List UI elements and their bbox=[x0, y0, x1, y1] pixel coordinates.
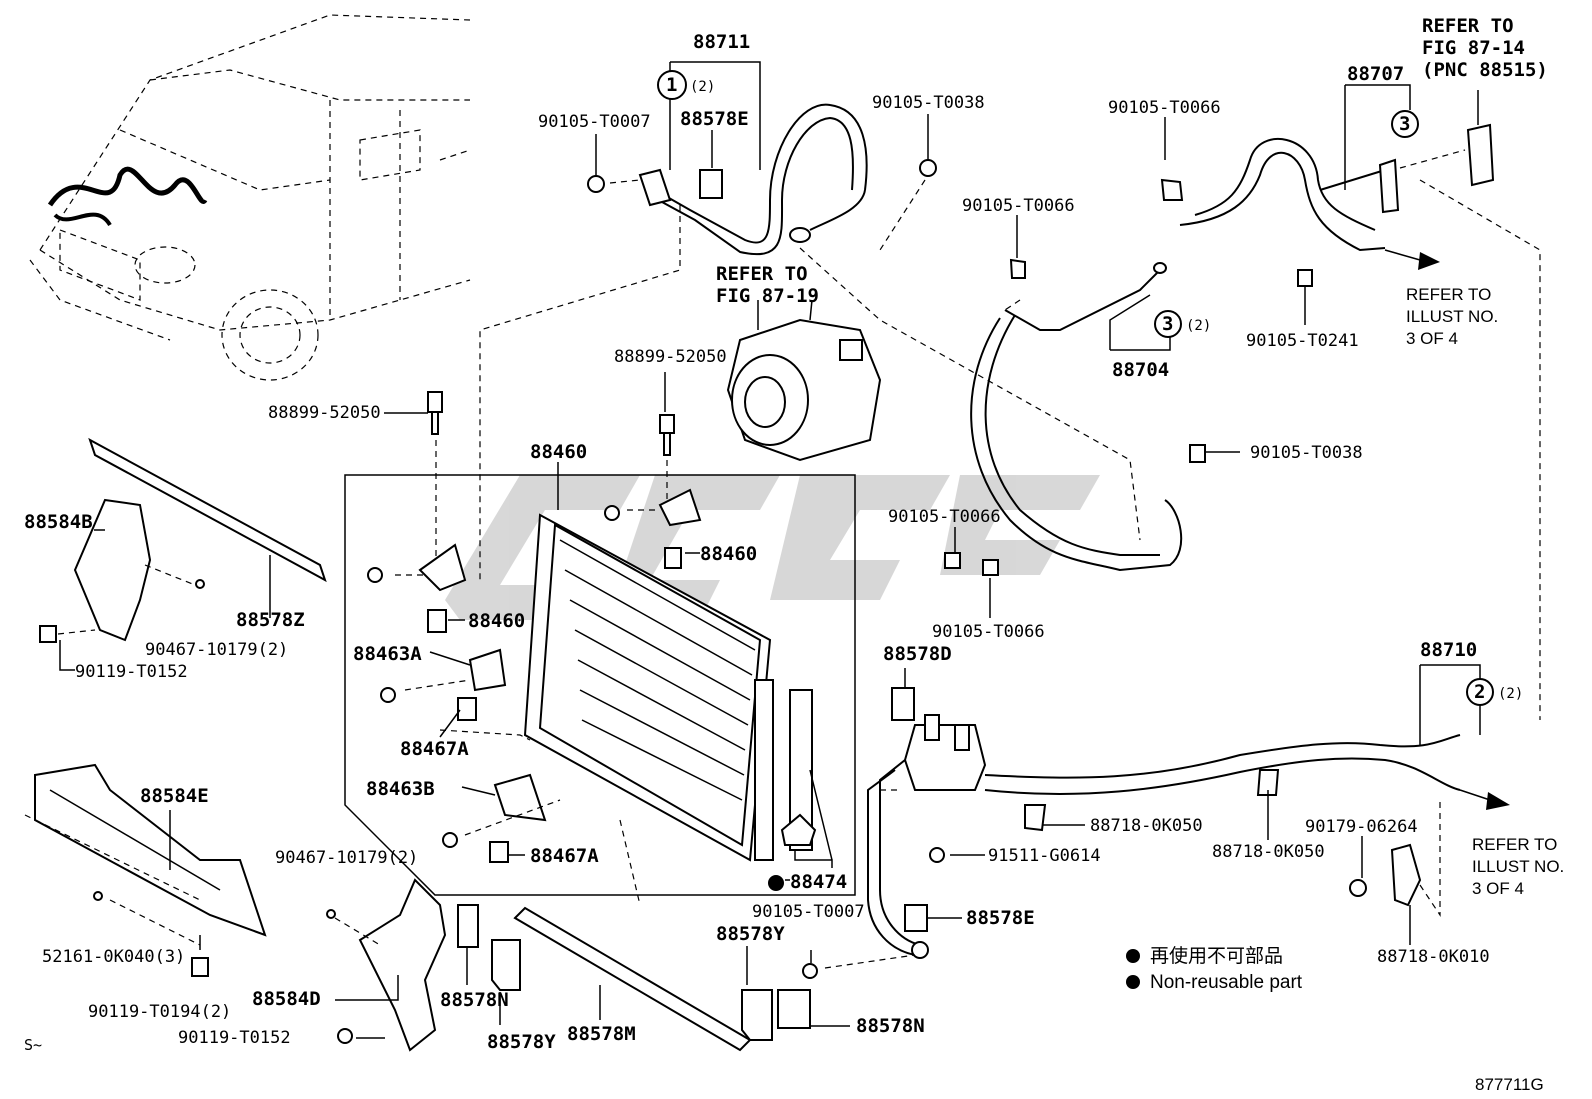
label-88710: 88710 bbox=[1420, 639, 1477, 661]
leader-lines bbox=[59, 61, 1481, 1039]
label-refer-fig-87-19-b: FIG 87-19 bbox=[716, 285, 819, 307]
label-90105-T0066-c: 90105-T0066 bbox=[888, 507, 1001, 527]
label-refer-illust-a-1: REFER TO bbox=[1406, 285, 1491, 304]
label-88474: 88474 bbox=[790, 871, 847, 893]
label-88460-c: 88460 bbox=[468, 610, 525, 632]
label-refer-fig-87-14-1: REFER TO bbox=[1422, 15, 1514, 37]
condenser-assembly bbox=[344, 474, 856, 896]
label-90119-T0152-b: 90119-T0152 bbox=[178, 1028, 291, 1048]
label-88704: 88704 bbox=[1112, 359, 1169, 381]
shield-88584D bbox=[326, 819, 811, 1052]
callout-2: 2 (2) bbox=[1466, 678, 1523, 706]
label-88711: 88711 bbox=[693, 31, 750, 53]
legend-english: Non-reusable part bbox=[1150, 972, 1303, 993]
label-88463A: 88463A bbox=[353, 643, 422, 665]
label-90105-T0066-a: 90105-T0066 bbox=[1108, 98, 1221, 118]
shield-88584E bbox=[24, 763, 267, 977]
label-90119-T0152-a: 90119-T0152 bbox=[75, 662, 188, 682]
shield-88584B bbox=[39, 437, 327, 643]
hose-88710 bbox=[802, 687, 1510, 979]
label-88584B: 88584B bbox=[24, 511, 93, 533]
label-88578E-top: 88578E bbox=[680, 108, 749, 130]
svg-text:1: 1 bbox=[666, 74, 677, 96]
watermark-logo bbox=[445, 475, 1100, 620]
bolts-88899 bbox=[427, 391, 675, 560]
label-88578E-bottom: 88578E bbox=[966, 907, 1035, 929]
label-88718-0K050-b: 88718-0K050 bbox=[1212, 842, 1325, 862]
svg-text:3: 3 bbox=[1162, 313, 1173, 335]
label-91511-G0614: 91511-G0614 bbox=[988, 846, 1101, 866]
label-90467-10179-b: 90467-10179(2) bbox=[275, 848, 418, 868]
callout-1: 1 (2) bbox=[657, 70, 715, 100]
label-refer-fig-87-14-2: FIG 87-14 bbox=[1422, 37, 1525, 59]
label-refer-illust-b-1: REFER TO bbox=[1472, 835, 1557, 854]
label-88578N-b: 88578N bbox=[856, 1015, 925, 1037]
label-88707: 88707 bbox=[1347, 63, 1404, 85]
label-88578M: 88578M bbox=[567, 1023, 636, 1045]
hose-88711 bbox=[479, 103, 1141, 580]
label-88463B: 88463B bbox=[366, 778, 435, 800]
label-88718-0K050-a: 88718-0K050 bbox=[1090, 816, 1203, 836]
label-88899-52050-a: 88899-52050 bbox=[614, 347, 727, 367]
label-90179-06264: 90179-06264 bbox=[1305, 817, 1418, 837]
label-90467-10179-a: 90467-10179(2) bbox=[145, 640, 288, 660]
label-refer-illust-a-2: ILLUST NO. bbox=[1406, 307, 1498, 326]
label-90119-T0194: 90119-T0194(2) bbox=[88, 1002, 231, 1022]
label-88899-52050-b: 88899-52050 bbox=[268, 403, 381, 423]
label-refer-illust-b-2: ILLUST NO. bbox=[1472, 857, 1564, 876]
label-90105-T0007-top: 90105-T0007 bbox=[538, 112, 651, 132]
label-88467A-a: 88467A bbox=[400, 738, 469, 760]
label-88578Z: 88578Z bbox=[236, 609, 305, 631]
label-88718-0K010: 88718-0K010 bbox=[1377, 947, 1490, 967]
compressor bbox=[726, 299, 882, 462]
label-90105-T0038-right: 90105-T0038 bbox=[1250, 443, 1363, 463]
label-52161-0K040: 52161-0K040(3) bbox=[42, 947, 185, 967]
callout-3a: 3 bbox=[1391, 110, 1419, 138]
label-refer-fig-87-19-a: REFER TO bbox=[716, 263, 808, 285]
svg-text:(2): (2) bbox=[690, 79, 715, 95]
label-88578Y-a: 88578Y bbox=[487, 1031, 556, 1053]
label-88460-b: 88460 bbox=[700, 543, 757, 565]
label-88584E: 88584E bbox=[140, 785, 209, 807]
svg-text:2: 2 bbox=[1474, 681, 1485, 703]
callout-3b: 3 (2) bbox=[1154, 310, 1211, 338]
label-90105-T0007-bottom: 90105-T0007 bbox=[752, 902, 865, 922]
label-refer-illust-b-3: 3 OF 4 bbox=[1472, 879, 1524, 898]
label-90105-T0066-d: 90105-T0066 bbox=[932, 622, 1045, 642]
legend-japanese: 再使用不可部品 bbox=[1150, 945, 1283, 967]
label-refer-fig-87-14-3: (PNC 88515) bbox=[1422, 59, 1548, 81]
hose-88704-88707 bbox=[944, 123, 1541, 720]
legend: 再使用不可部品 Non-reusable part bbox=[1126, 945, 1303, 993]
label-90105-T0066-b: 90105-T0066 bbox=[962, 196, 1075, 216]
svg-text:(2): (2) bbox=[1498, 686, 1523, 702]
label-88460-main: 88460 bbox=[530, 441, 587, 463]
vehicle-sketch bbox=[29, 14, 471, 381]
svg-text:(2): (2) bbox=[1186, 318, 1211, 334]
label-88578Y-b: 88578Y bbox=[716, 923, 785, 945]
part-labels: 88711 88578E 90105-T0007 90105-T0038 REF… bbox=[24, 15, 1564, 1053]
label-88578D: 88578D bbox=[883, 643, 952, 665]
figure-id: 877711G bbox=[1475, 1075, 1544, 1094]
label-refer-illust-a-3: 3 OF 4 bbox=[1406, 329, 1458, 348]
svg-text:3: 3 bbox=[1399, 113, 1410, 135]
label-88467A-b: 88467A bbox=[530, 845, 599, 867]
label-90105-T0241: 90105-T0241 bbox=[1246, 331, 1359, 351]
label-88578N-a: 88578N bbox=[440, 989, 509, 1011]
corner-mark: S~ bbox=[24, 1036, 42, 1054]
label-90105-T0038-top: 90105-T0038 bbox=[872, 93, 985, 113]
label-88584D: 88584D bbox=[252, 988, 321, 1010]
